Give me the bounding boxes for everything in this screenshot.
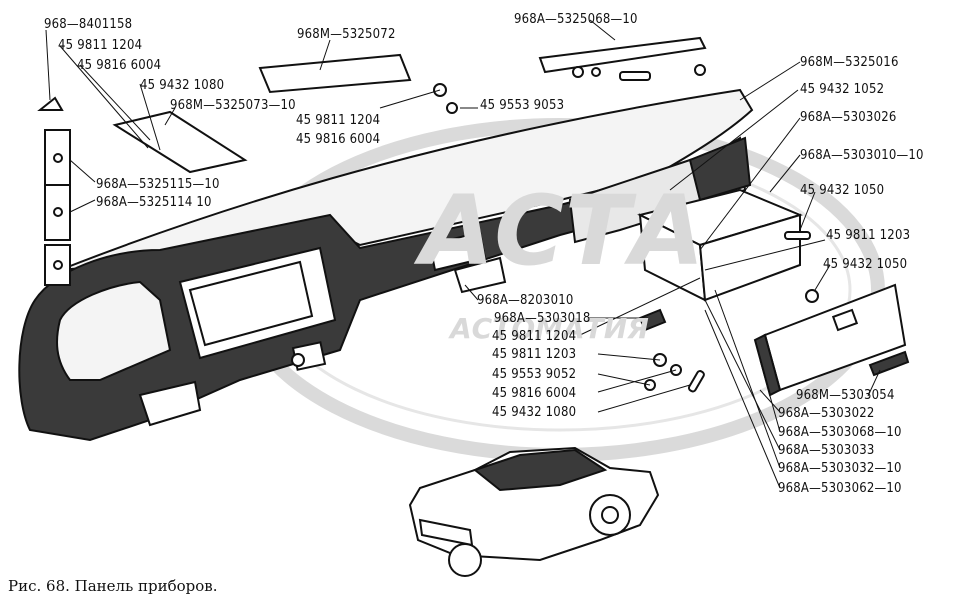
part-label: 45 9811 1203 xyxy=(826,228,911,243)
part-label: 45 9816 6004 xyxy=(77,58,162,73)
car-silhouette xyxy=(408,446,660,577)
part-label: 45 9432 1050 xyxy=(800,183,885,198)
part-label: 968М—5325072 xyxy=(297,27,396,42)
part-label: 45 9432 1050 xyxy=(823,257,908,272)
part-label: 45 9816 6004 xyxy=(296,132,381,147)
part-label: 45 9811 1204 xyxy=(296,113,381,128)
part-label: 968М—5303054 xyxy=(796,388,895,403)
glovebox-bracket xyxy=(637,188,803,302)
part-label: 968А—5303068—10 xyxy=(778,425,902,440)
part-label: 968А—5325115—10 xyxy=(96,177,220,192)
part-label: 45 9811 1204 xyxy=(58,38,143,53)
fasteners xyxy=(433,64,819,393)
part-label: 968А—8203010 xyxy=(477,293,574,308)
part-label: 45 9553 9052 xyxy=(492,367,577,382)
part-label: 968А—5303010—10 xyxy=(800,148,924,163)
part-label: 968А—5303033 xyxy=(778,443,875,458)
side-trim-plates xyxy=(37,96,71,286)
figure-caption: Рис. 68. Панель приборов. xyxy=(8,577,218,595)
part-label: 45 9432 1080 xyxy=(492,405,577,420)
watermark-logo: АСТА xyxy=(420,175,705,287)
part-label: 45 9816 6004 xyxy=(492,386,577,401)
part-label: 45 9553 9053 xyxy=(480,98,565,113)
dashboard-panel xyxy=(18,88,754,442)
watermark-subtitle: АСТОМАТИЯ xyxy=(450,312,649,345)
part-label: 968М—5325073—10 xyxy=(170,98,296,113)
part-label: 968А—5303062—10 xyxy=(778,481,902,496)
part-label: 968—8401158 xyxy=(44,17,133,32)
part-label: 968А—5325068—10 xyxy=(514,12,638,27)
part-label: 968А—5325114 10 xyxy=(96,195,212,210)
part-label: 968М—5325016 xyxy=(800,55,899,70)
top-brackets xyxy=(112,36,707,174)
part-label: 968А—5303026 xyxy=(800,110,897,125)
part-label: 968А—5303022 xyxy=(778,406,875,421)
part-label: 968А—5303032—10 xyxy=(778,461,902,476)
leader-lines xyxy=(45,19,881,489)
part-label: 45 9811 1204 xyxy=(492,329,577,344)
part-label: 45 9811 1203 xyxy=(492,347,577,362)
part-label: 45 9432 1052 xyxy=(800,82,885,97)
part-label: 968А—5303018 xyxy=(494,311,591,326)
part-label: 45 9432 1080 xyxy=(140,78,225,93)
